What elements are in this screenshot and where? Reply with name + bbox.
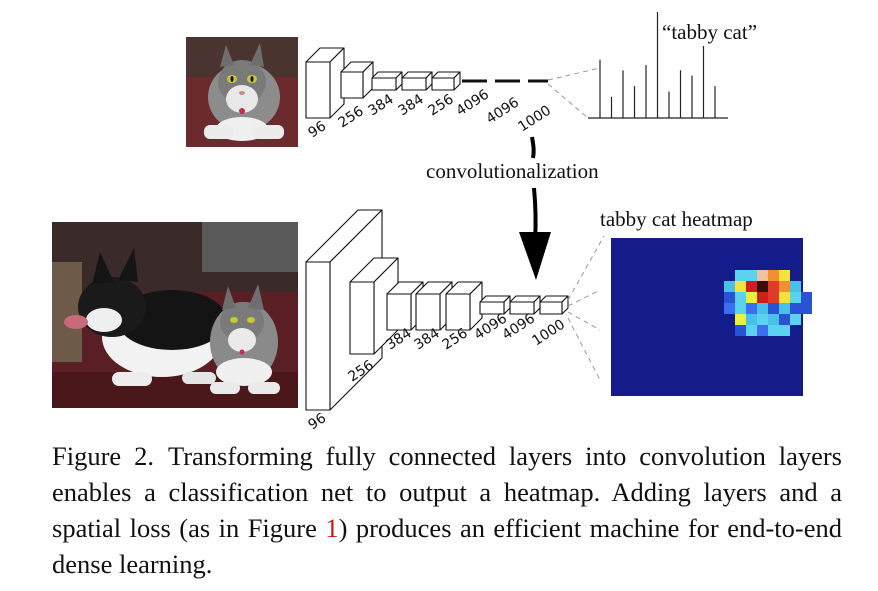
caption-text-part1: Transforming fully connected layers into…: [52, 441, 842, 543]
heatmap-cell: [724, 292, 735, 303]
bottom-layer-box-6: [509, 295, 541, 315]
bottom-output-connectors: [567, 235, 605, 381]
heatmap-cell: [735, 281, 746, 292]
caption-text-part2: ) produces an efficient machine for end-…: [52, 513, 842, 579]
layer-label-bottom-0: 96: [305, 410, 329, 430]
top-layer-box-0: [305, 47, 345, 119]
heatmap-cell: [735, 314, 746, 325]
heatmap-cell: [779, 281, 790, 292]
bottom-layer-box-7: [539, 295, 569, 315]
layer-label-top-0: 96: [305, 118, 329, 141]
heatmap-cell: [735, 270, 746, 281]
top-output-connectors: [547, 67, 601, 119]
heatmap-cell: [746, 314, 757, 325]
heatmap-cell: [801, 303, 812, 314]
figure-caption: Figure 2.Transforming fully connected la…: [52, 438, 842, 582]
heatmap-cell: [801, 292, 812, 303]
heatmap-cell: [746, 270, 757, 281]
heatmap-cell: [746, 292, 757, 303]
heatmap-cell: [768, 314, 779, 325]
heatmap-cell: [790, 281, 801, 292]
classifier-output-plot: [588, 12, 728, 119]
bottom-network: [305, 209, 569, 411]
figure-reference-link[interactable]: 1: [325, 513, 339, 543]
heatmap-cell: [735, 303, 746, 314]
heatmap-cell: [757, 325, 768, 336]
cat-photo: [186, 37, 298, 147]
convolutionalization-label: convolutionalization: [426, 159, 599, 183]
heatmap-cell: [779, 270, 790, 281]
heatmap: [611, 238, 812, 396]
heatmap-cell: [735, 325, 746, 336]
layer-label-top-4: 256: [425, 91, 456, 119]
top-layer-box-3: [401, 71, 433, 91]
layer-label-top-3: 384: [395, 91, 426, 119]
heatmap-cell: [768, 270, 779, 281]
dog-and-cat-photo: [52, 222, 298, 408]
bottom-layer-box-1: [349, 257, 399, 355]
heatmap-cell: [746, 325, 757, 336]
convolutionalization-arrow: [519, 136, 551, 280]
heatmap-cell: [724, 303, 735, 314]
bottom-layer-box-0: [305, 209, 383, 411]
heatmap-cell: [724, 281, 735, 292]
bottom-layer-box-5: [479, 295, 511, 315]
heatmap-cell: [779, 325, 790, 336]
heatmap-cell: [768, 292, 779, 303]
top-layer-box-1: [340, 61, 374, 99]
heatmap-cell: [768, 281, 779, 292]
heatmap-cell: [746, 281, 757, 292]
caption-figure-label: Figure 2.: [52, 441, 154, 471]
bottom-layer-box-4: [445, 281, 483, 331]
heatmap-cell: [779, 292, 790, 303]
heatmap-cell: [757, 314, 768, 325]
heatmap-cell: [768, 325, 779, 336]
heatmap-cell: [790, 314, 801, 325]
heatmap-cell: [790, 303, 801, 314]
layer-label-top-2: 384: [365, 91, 396, 119]
heatmap-cell: [779, 303, 790, 314]
heatmap-cell: [779, 314, 790, 325]
heatmap-cell: [757, 270, 768, 281]
top-layer-box-2: [371, 71, 403, 91]
heatmap-cell: [757, 281, 768, 292]
class-label: “tabby cat”: [662, 20, 757, 44]
heatmap-cell: [735, 292, 746, 303]
heatmap-cell: [757, 292, 768, 303]
heatmap-cell: [757, 303, 768, 314]
top-layer-box-4: [431, 71, 461, 91]
heatmap-cell: [768, 303, 779, 314]
heatmap-title: tabby cat heatmap: [600, 207, 753, 231]
heatmap-cell: [790, 292, 801, 303]
heatmap-cell: [746, 303, 757, 314]
top-network: [305, 47, 548, 119]
